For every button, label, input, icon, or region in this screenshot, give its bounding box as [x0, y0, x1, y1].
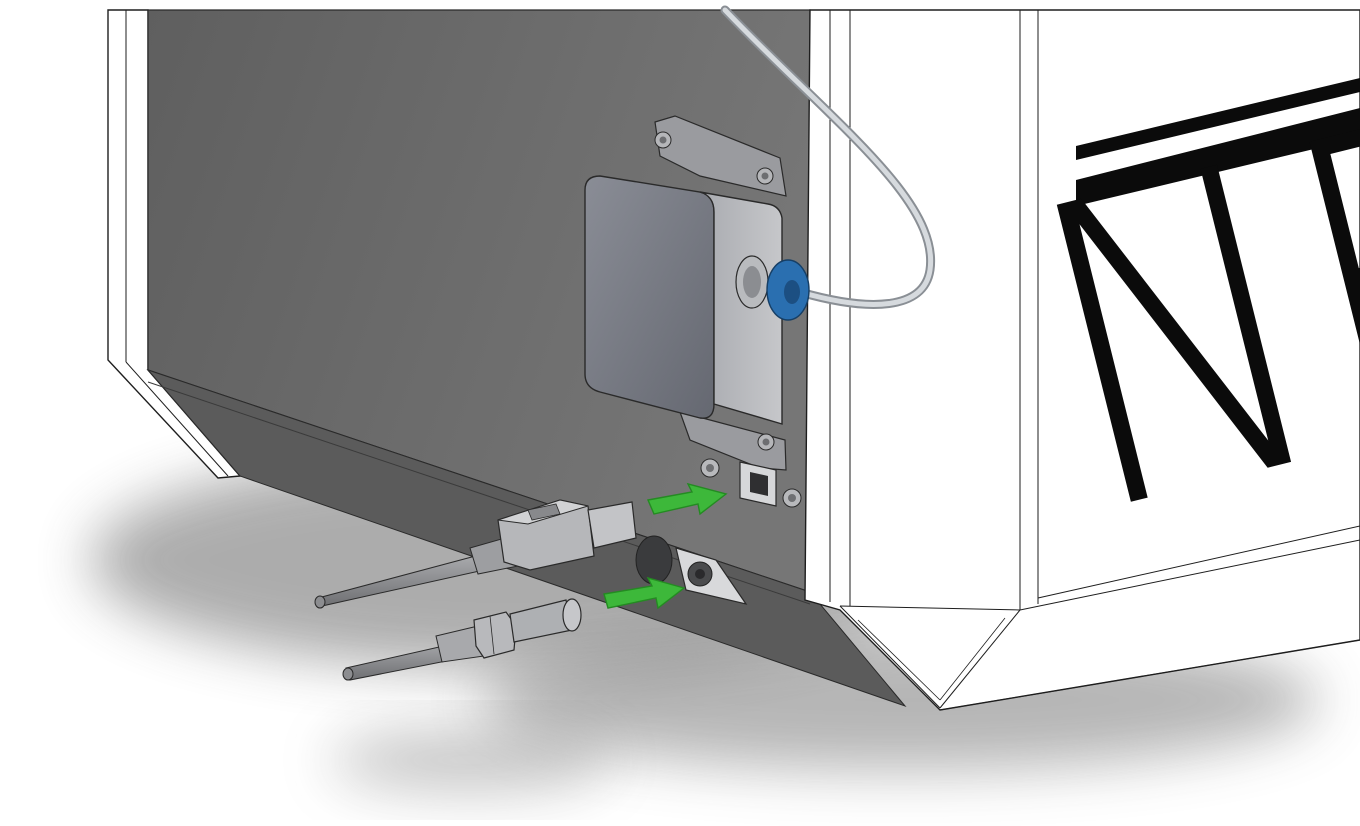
tube-fitting: [735, 255, 810, 321]
insert-arrow-usb: [647, 482, 728, 516]
usb-port: [739, 461, 777, 507]
insert-arrow-power: [603, 576, 686, 610]
enclosure-right: [804, 9, 1360, 711]
power-cable-plug: [342, 598, 582, 681]
panel-screws: [700, 458, 802, 508]
power-socket: [635, 535, 748, 605]
usb-cable-plug: [314, 499, 637, 609]
tube: [720, 5, 936, 309]
mounted-box: [584, 115, 787, 471]
